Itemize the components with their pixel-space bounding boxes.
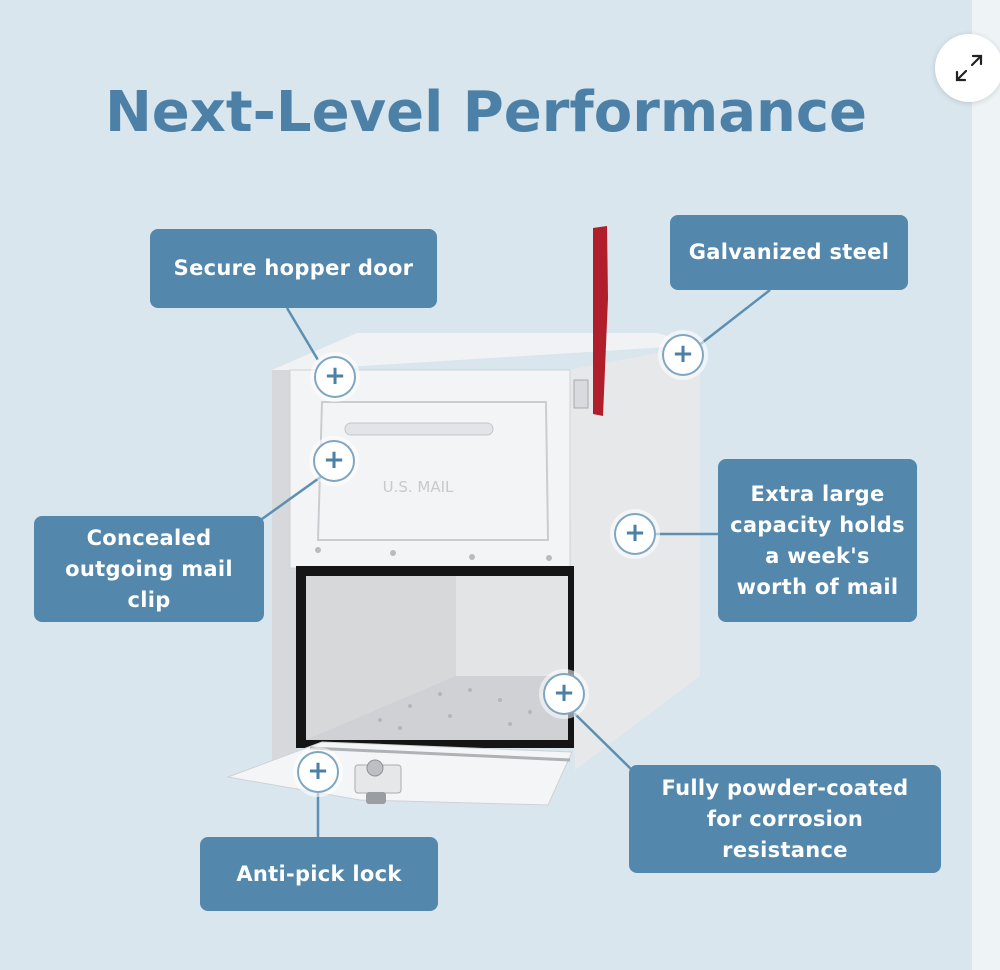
hotspot-hopper-door[interactable]: +: [316, 358, 354, 396]
mailbox-side: [568, 345, 700, 770]
callout-mail-clip: Concealed outgoing mail clip: [34, 516, 264, 622]
plus-icon: +: [553, 678, 575, 708]
mailbox-stamp: U.S. MAIL: [383, 478, 454, 496]
hotspot-mail-clip[interactable]: +: [315, 442, 353, 480]
callout-galvanized-steel: Galvanized steel: [670, 215, 908, 290]
page-title: Next-Level Performance: [104, 80, 868, 145]
hopper-handle: [344, 422, 494, 436]
plus-icon: +: [624, 518, 646, 548]
mail-flag: [593, 226, 608, 416]
hotspot-galvanized-steel[interactable]: +: [664, 336, 702, 374]
plus-icon: +: [323, 445, 345, 475]
expand-button[interactable]: [935, 34, 1000, 102]
callout-anti-pick-lock: Anti-pick lock: [200, 837, 438, 911]
page-margin: [972, 0, 1000, 970]
hotspot-powder-coated[interactable]: +: [545, 675, 583, 713]
lock-cylinder: [366, 792, 386, 804]
hotspot-anti-pick-lock[interactable]: +: [299, 753, 337, 791]
callout-powder-coated: Fully powder-coated for corrosion resist…: [629, 765, 941, 873]
expand-arrows-icon: [955, 54, 983, 82]
callout-hopper-door: Secure hopper door: [150, 229, 437, 308]
plus-icon: +: [307, 756, 329, 786]
callout-capacity: Extra large capacity holds a week's wort…: [718, 459, 917, 622]
hotspot-capacity[interactable]: +: [616, 515, 654, 553]
plus-icon: +: [324, 361, 346, 391]
plus-icon: +: [672, 339, 694, 369]
